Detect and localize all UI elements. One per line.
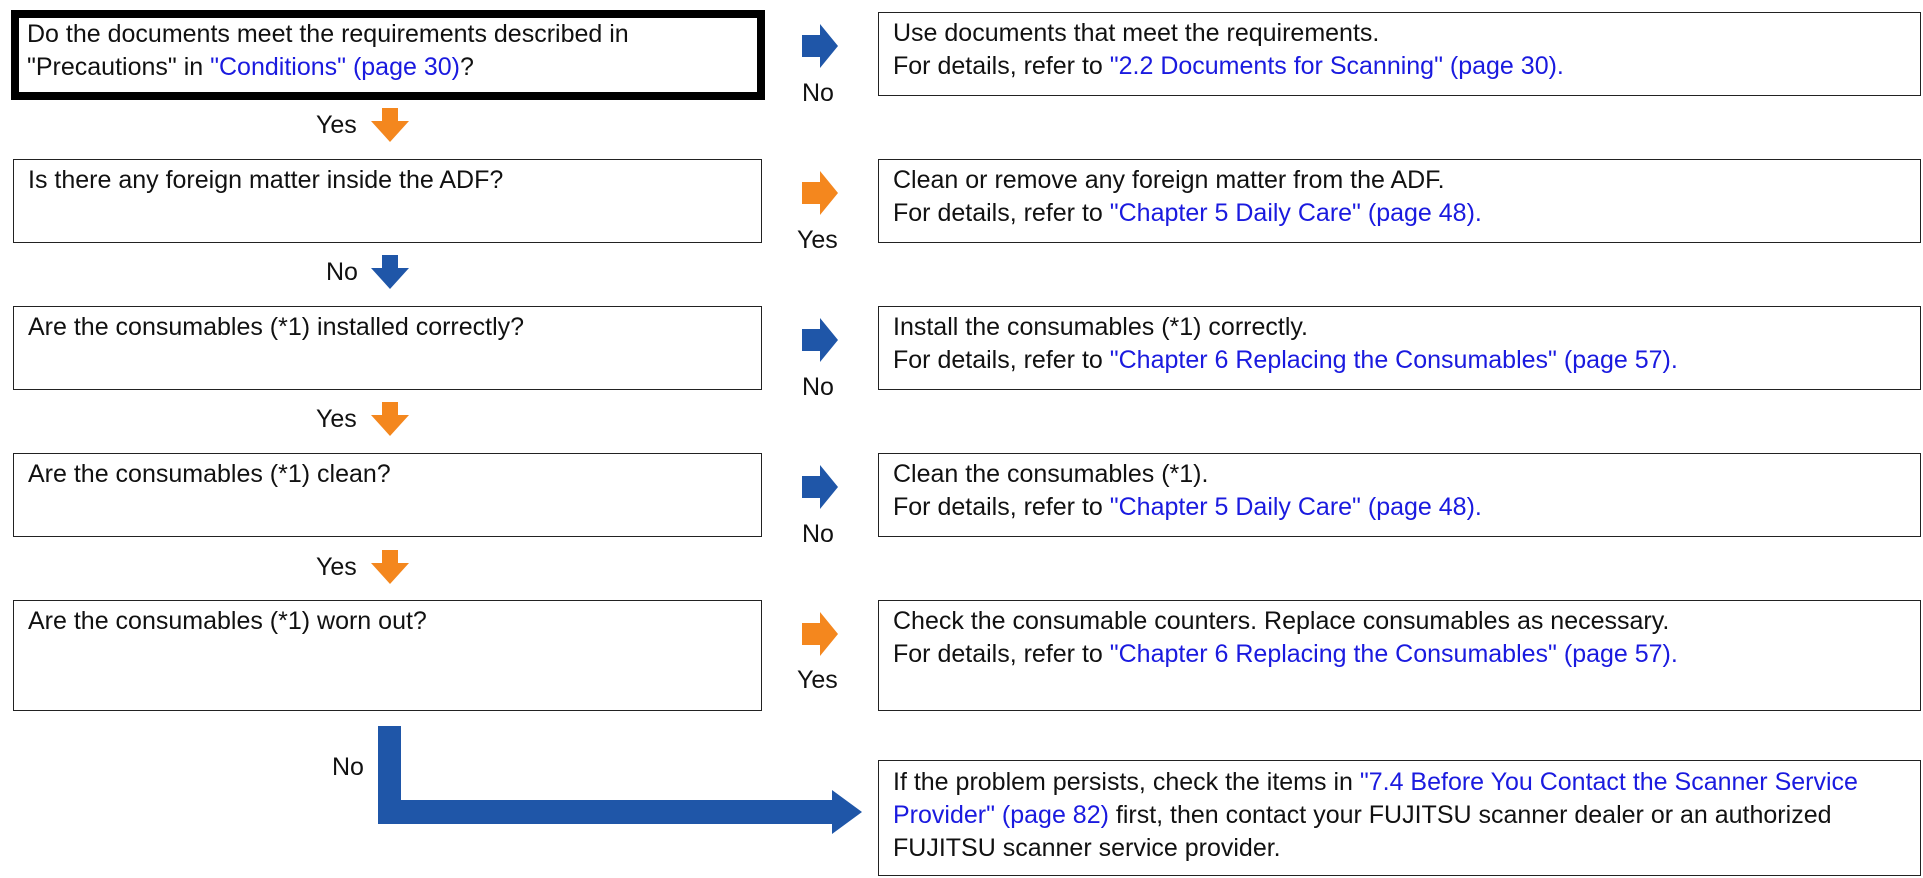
answer-box: Check the consumable counters. Replace c… — [878, 600, 1921, 711]
reference-link[interactable]: "Chapter 6 Replacing the Consumables" (p… — [1109, 640, 1678, 668]
question-text: Is there any foreign matter inside the A… — [28, 166, 504, 194]
question-box: Do the documents meet the requirements d… — [11, 10, 765, 100]
side-label: No — [802, 373, 834, 401]
side-label: Yes — [797, 666, 838, 694]
answer-line: For details, refer to "2.2 Documents for… — [893, 52, 1564, 80]
answer-box: Clean or remove any foreign matter from … — [878, 159, 1921, 243]
question-text: Are the consumables (*1) clean? — [28, 460, 391, 488]
side-label: No — [802, 79, 834, 107]
side-arrow-right-icon — [802, 465, 838, 509]
answer-line: Clean the consumables (*1). — [893, 460, 1209, 488]
down-label: No — [326, 258, 358, 286]
final-bent-arrow-icon — [378, 726, 862, 834]
answer-line: Use documents that meet the requirements… — [893, 19, 1380, 47]
conditions-link[interactable]: "Conditions" (page 30) — [210, 53, 460, 81]
down-label: Yes — [316, 111, 357, 139]
down-label: Yes — [316, 405, 357, 433]
question-text: Are the consumables (*1) installed corre… — [28, 313, 525, 341]
down-label: No — [332, 753, 364, 781]
reference-link[interactable]: "Chapter 5 Daily Care" (page 48). — [1109, 199, 1482, 227]
question-text: Are the consumables (*1) worn out? — [28, 607, 427, 635]
final-text: If the problem persists, check the items… — [893, 768, 1360, 796]
down-arrow-icon — [371, 108, 409, 142]
answer-line: For details, refer to "Chapter 5 Daily C… — [893, 493, 1482, 521]
question-box: Are the consumables (*1) installed corre… — [13, 306, 762, 390]
reference-link[interactable]: "2.2 Documents for Scanning" (page 30). — [1109, 52, 1564, 80]
reference-link[interactable]: "Chapter 5 Daily Care" (page 48). — [1109, 493, 1482, 521]
question-text-end: ? — [459, 53, 474, 81]
side-arrow-right-icon — [802, 318, 838, 362]
answer-line: For details, refer to "Chapter 6 Replaci… — [893, 640, 1678, 668]
reference-link[interactable]: "Chapter 6 Replacing the Consumables" (p… — [1109, 346, 1678, 374]
final-box: If the problem persists, check the items… — [878, 760, 1921, 876]
side-arrow-right-icon — [802, 612, 838, 656]
answer-line: Install the consumables (*1) correctly. — [893, 313, 1308, 341]
final-text-end: first, then contact your FUJITSU scanner… — [893, 801, 1832, 862]
question-box: Are the consumables (*1) worn out? — [13, 600, 762, 711]
side-label: No — [802, 520, 834, 548]
answer-box: Install the consumables (*1) correctly. … — [878, 306, 1921, 390]
answer-line: For details, refer to "Chapter 5 Daily C… — [893, 199, 1482, 227]
side-arrow-right-icon — [802, 24, 838, 68]
side-arrow-right-icon — [802, 171, 838, 215]
before-you-contact-link[interactable]: "7.4 Before You Contact the Scanner Serv… — [893, 768, 1858, 829]
down-arrow-icon — [371, 402, 409, 436]
down-label: Yes — [316, 553, 357, 581]
answer-line: Clean or remove any foreign matter from … — [893, 166, 1445, 194]
down-arrow-icon — [371, 550, 409, 584]
question-box: Is there any foreign matter inside the A… — [13, 159, 762, 243]
answer-line: For details, refer to "Chapter 6 Replaci… — [893, 346, 1678, 374]
answer-box: Use documents that meet the requirements… — [878, 12, 1921, 96]
side-label: Yes — [797, 226, 838, 254]
answer-box: Clean the consumables (*1). For details,… — [878, 453, 1921, 537]
question-text: Do the documents meet the requirements d… — [27, 20, 629, 81]
down-arrow-icon — [371, 255, 409, 289]
answer-line: Check the consumable counters. Replace c… — [893, 607, 1670, 635]
question-box: Are the consumables (*1) clean? — [13, 453, 762, 537]
